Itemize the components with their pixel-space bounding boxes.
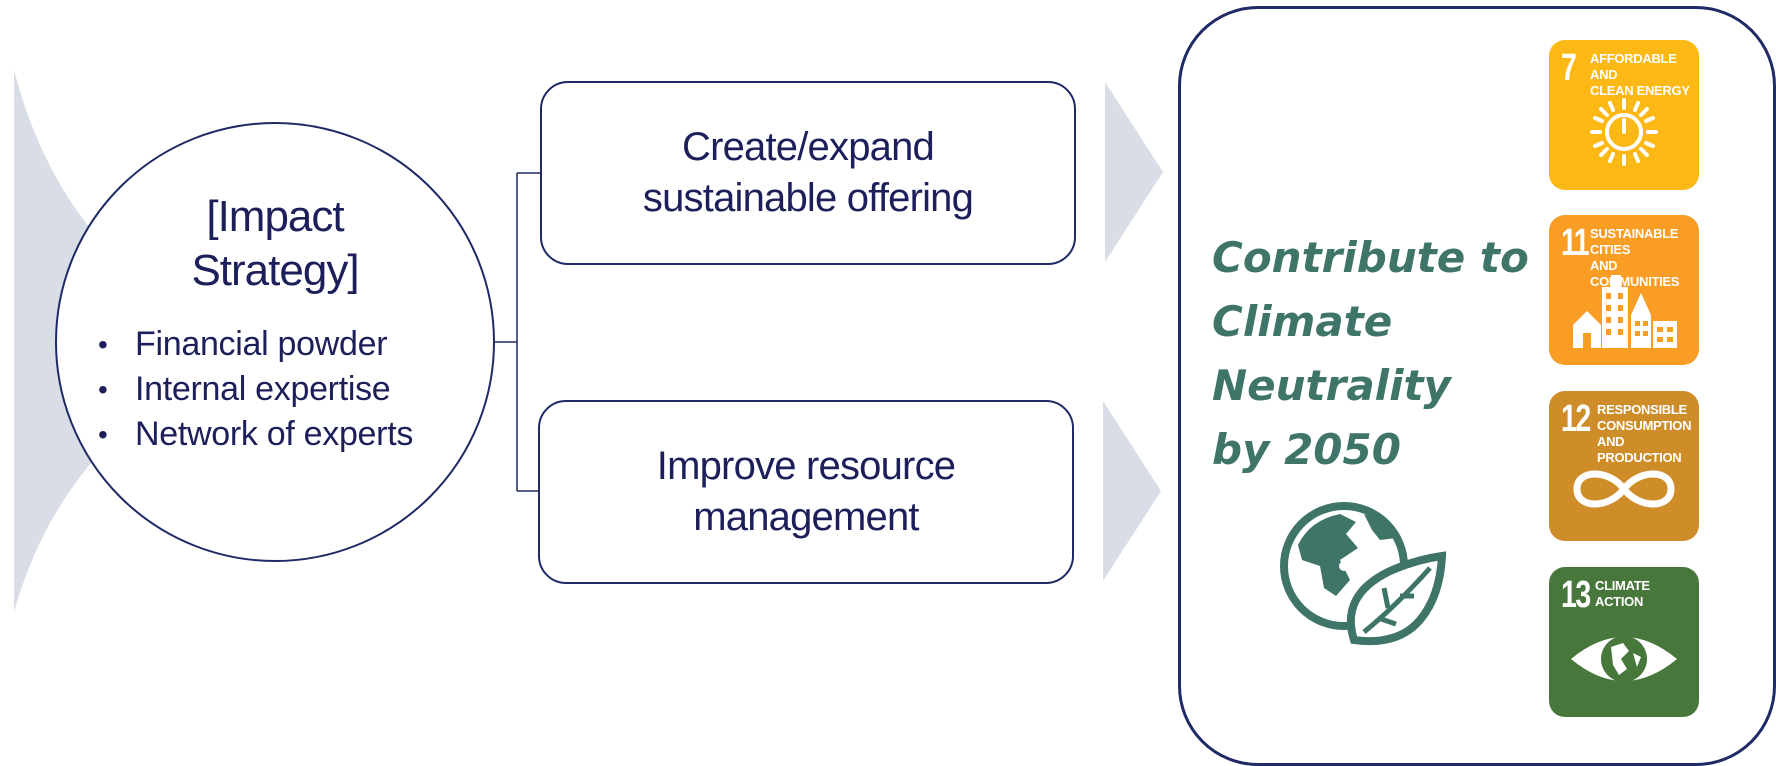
eye-globe-icon: [1571, 636, 1677, 682]
action-box-offering: Create/expand sustainable offering: [540, 81, 1076, 265]
sdg-tile-13: 13 CLIMATE ACTION: [1549, 567, 1699, 717]
globe-leaf-icon: [1280, 502, 1447, 646]
sdg-tile-11: 11 SUSTAINABLE CITIES AND COMMUNITIES: [1549, 215, 1699, 365]
resource-item: Network of experts: [98, 412, 413, 457]
sdg-number: 7: [1561, 47, 1577, 89]
city-buildings-icon: [1573, 275, 1677, 348]
sdg-label: RESPONSIBLE CONSUMPTION AND PRODUCTION: [1597, 402, 1692, 465]
sdg-number: 13: [1561, 574, 1591, 616]
infinity-icon: [1573, 470, 1675, 508]
sdg-number: 11: [1561, 222, 1590, 264]
arrow-chevron-bottom: [1103, 401, 1161, 581]
action-box-label: Create/expand sustainable offering: [642, 125, 974, 220]
sdg-tile-7: 7 AFFORDABLE AND CLEAN ENERGY: [1549, 40, 1699, 190]
impact-strategy-title-line1: [Impact: [206, 192, 344, 241]
sun-power-icon: [1590, 98, 1658, 166]
resource-item: Internal expertise: [98, 367, 413, 412]
sdg-number: 12: [1561, 398, 1591, 440]
goal-text: Contribute to Climate Neutrality by 2050: [1212, 233, 1529, 474]
impact-strategy-title: [Impact Strategy]: [60, 190, 490, 298]
impact-strategy-title-line2: Strategy]: [191, 246, 359, 295]
resource-item: Financial powder: [98, 322, 413, 367]
arrow-chevron-top: [1105, 82, 1163, 262]
sdg-tile-12: 12 RESPONSIBLE CONSUMPTION AND PRODUCTIO…: [1549, 391, 1699, 541]
connector-lines: [495, 172, 540, 492]
action-box-resource-management: Improve resource management: [538, 400, 1074, 584]
sdg-label: AFFORDABLE AND CLEAN ENERGY: [1590, 51, 1690, 98]
action-box-label: Improve resource management: [656, 444, 956, 539]
resource-list: Financial powder Internal expertise Netw…: [98, 322, 413, 457]
sdg-label: CLIMATE ACTION: [1595, 578, 1650, 609]
